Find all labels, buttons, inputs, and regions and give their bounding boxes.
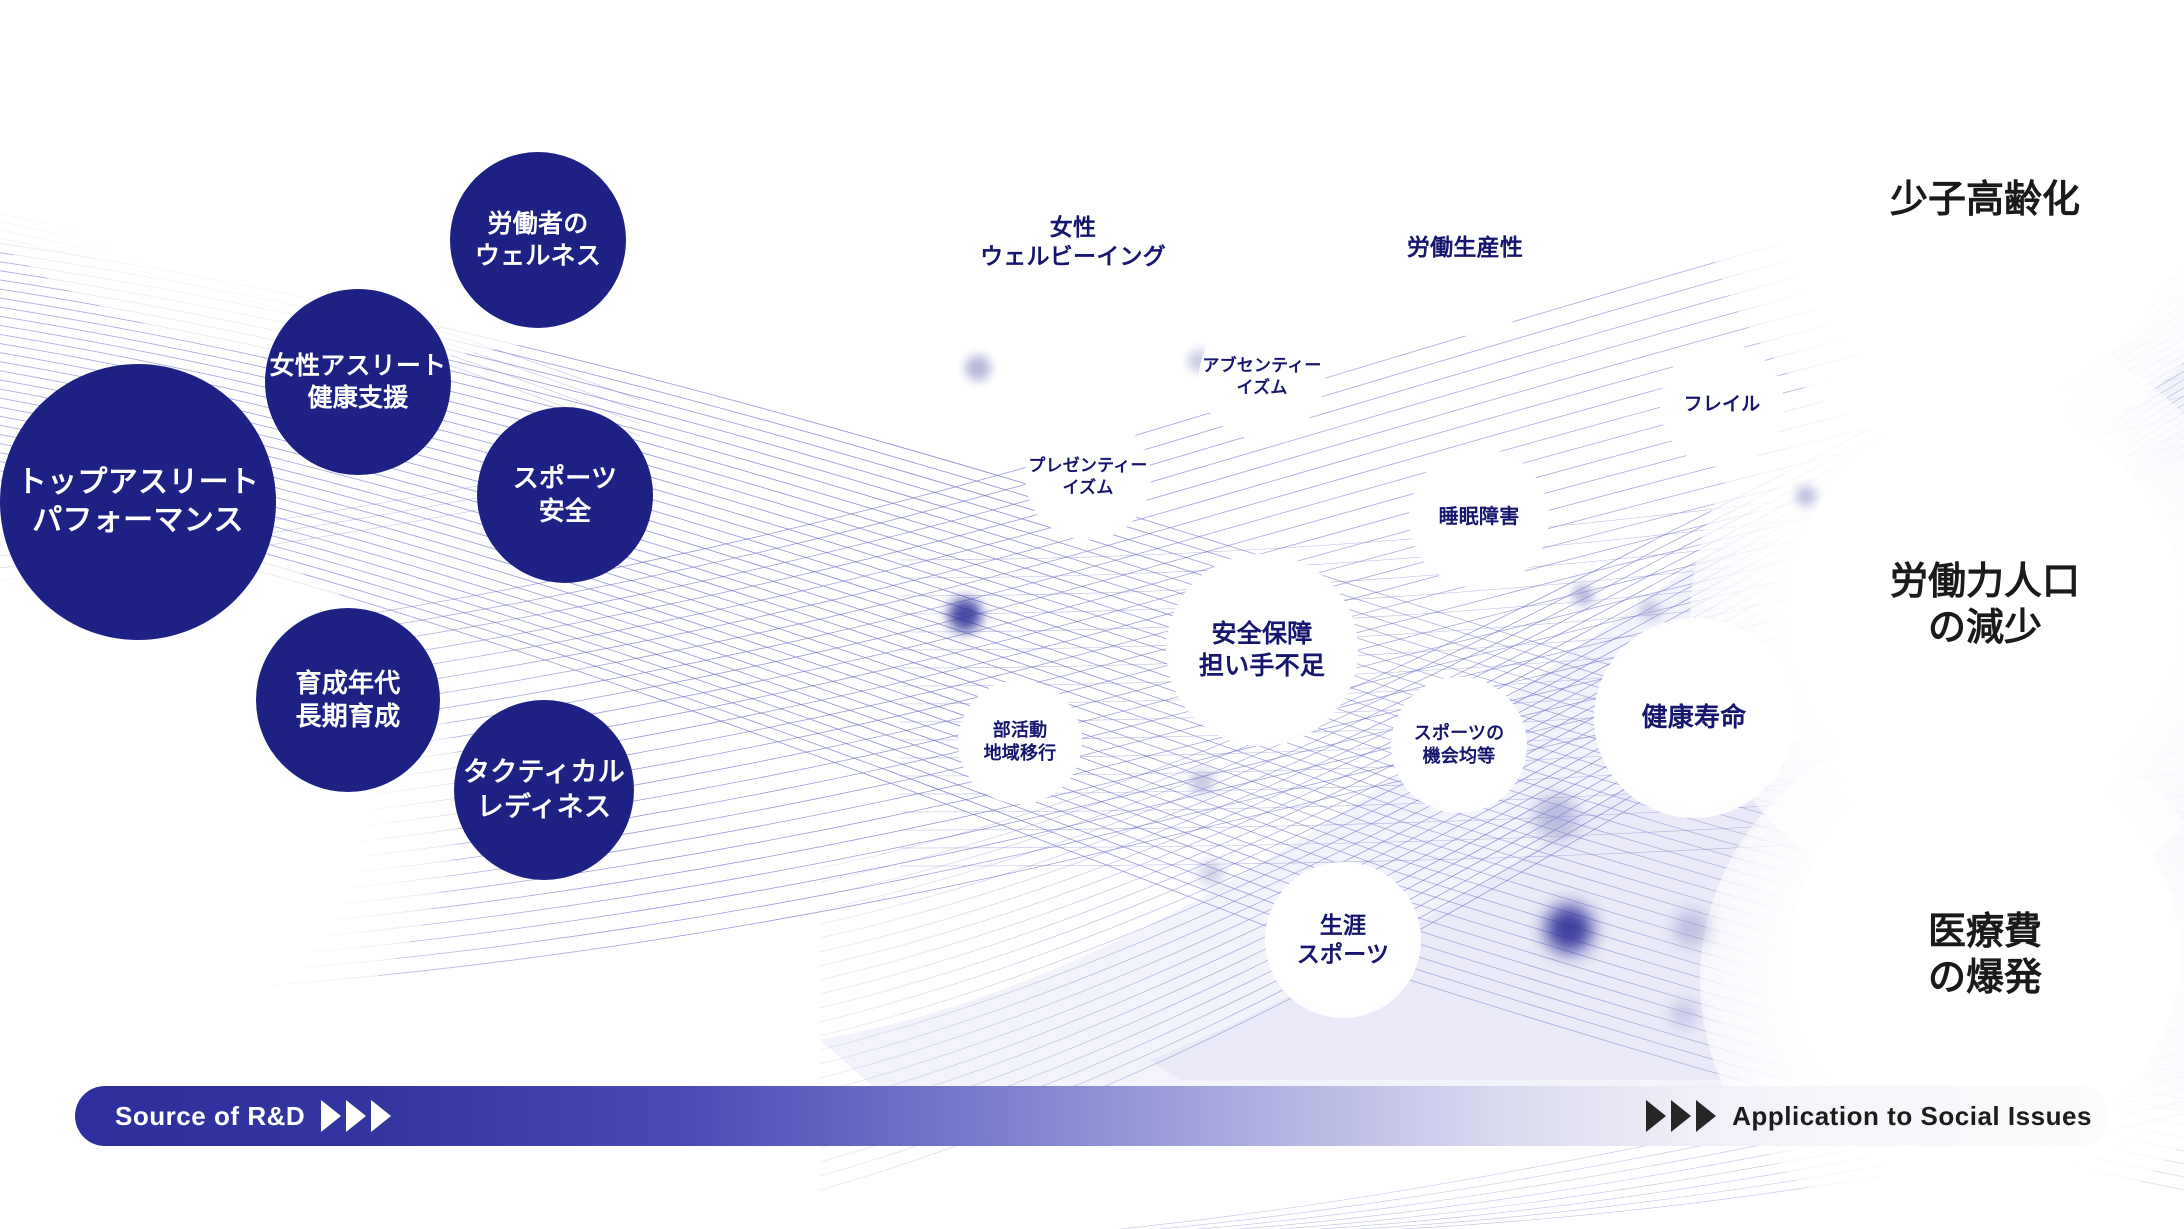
research-bubble-youth-long-term-development[interactable]: 育成年代 長期育成	[256, 608, 440, 792]
application-to-social-issues-label: Application to Social Issues	[1732, 1100, 2092, 1131]
accent-dot	[1190, 770, 1214, 794]
research-bubble-worker-wellness[interactable]: 労働者の ウェルネス	[450, 152, 626, 328]
issue-bubble-lifelong-sports[interactable]: 生涯 スポーツ	[1265, 862, 1421, 1018]
bubble-label: プレゼンティー イズム	[1028, 456, 1148, 497]
research-bubble-tactical-readiness[interactable]: タクティカル レディネス	[454, 700, 634, 880]
flow-gradient-bar	[75, 1086, 2109, 1146]
triangle-right-icon	[321, 1100, 392, 1132]
research-bubble-top-athlete-performance[interactable]: トップアスリート パフォーマンス	[0, 364, 276, 640]
source-of-rd-label: Source of R&D	[115, 1100, 306, 1131]
source-of-rd-group: Source of R&D	[115, 1086, 392, 1146]
accent-dot	[1796, 486, 1816, 506]
bubble-label: 生涯 スポーツ	[1296, 911, 1390, 967]
bubble-label: 睡眠障害	[1438, 506, 1520, 529]
accent-dot	[1640, 600, 1660, 620]
issue-bubble-frailty[interactable]: フレイル	[1660, 343, 1784, 467]
issue-bubble-security-staff-shortage[interactable]: 安全保障 担い手不足	[1166, 554, 1358, 746]
issue-bubble-club-activity-community-transition[interactable]: 部活動 地域移行	[958, 680, 1082, 804]
issue-bubble-presenteeism[interactable]: プレゼンティー イズム	[1025, 414, 1151, 540]
bubble-label: フレイル	[1683, 393, 1761, 415]
application-to-social-issues-group: Application to Social Issues	[1646, 1086, 2092, 1146]
bubble-label: 女性アスリート 健康支援	[269, 352, 447, 412]
accent-dot	[965, 355, 991, 381]
white-glow-upper-center	[600, 0, 1300, 360]
bubble-label: 育成年代 長期育成	[295, 667, 401, 731]
bubble-label: 労働者の ウェルネス	[474, 210, 602, 270]
accent-dot	[1534, 795, 1578, 839]
issue-bubble-female-wellbeing[interactable]: 女性 ウェルビーイング	[970, 139, 1176, 345]
research-bubble-sports-safety[interactable]: スポーツ 安全	[477, 407, 653, 583]
accent-dot	[1673, 910, 1709, 946]
social-issue-declining-birthrate-aging: 少子高齢化	[1889, 178, 2080, 221]
accent-dot	[1572, 584, 1594, 606]
bubble-label: アブセンティー イズム	[1202, 356, 1322, 397]
bubble-label: 女性 ウェルビーイング	[980, 213, 1166, 269]
issue-bubble-labor-productivity[interactable]: 労働生産性	[1377, 160, 1553, 336]
issue-bubble-equal-sports-opportunity[interactable]: スポーツの 機会均等	[1391, 677, 1527, 813]
issue-bubble-sleep-disorder[interactable]: 睡眠障害	[1409, 448, 1549, 588]
bubble-label: 労働生産性	[1406, 234, 1524, 261]
bubble-label: スポーツ 安全	[512, 462, 618, 526]
issue-bubble-healthy-life-expectancy[interactable]: 健康寿命	[1594, 618, 1794, 818]
bubble-label: 部活動 地域移行	[983, 719, 1057, 763]
triangle-right-icon	[1646, 1100, 1717, 1132]
accent-dot	[1545, 905, 1593, 953]
flow-footer: Source of R&D Application to Social Issu…	[0, 1086, 2184, 1168]
bubble-label: スポーツの 機会均等	[1413, 722, 1505, 766]
bubble-label: 安全保障 担い手不足	[1198, 620, 1326, 680]
accent-dot	[948, 598, 982, 632]
bubble-label: 健康寿命	[1641, 702, 1747, 733]
bubble-label: タクティカル レディネス	[463, 757, 625, 822]
social-issue-shrinking-labor-force: 労働力人口 の減少	[1889, 560, 2080, 649]
issue-bubble-absenteeism[interactable]: アブセンティー イズム	[1199, 314, 1325, 440]
accent-dot	[1198, 860, 1224, 886]
social-issue-exploding-medical-costs: 医療費 の爆発	[1927, 910, 2042, 999]
research-bubble-female-athlete-health-support[interactable]: 女性アスリート 健康支援	[265, 289, 451, 475]
bubble-label: トップアスリート パフォーマンス	[16, 465, 260, 537]
accent-dot	[1670, 1000, 1698, 1028]
